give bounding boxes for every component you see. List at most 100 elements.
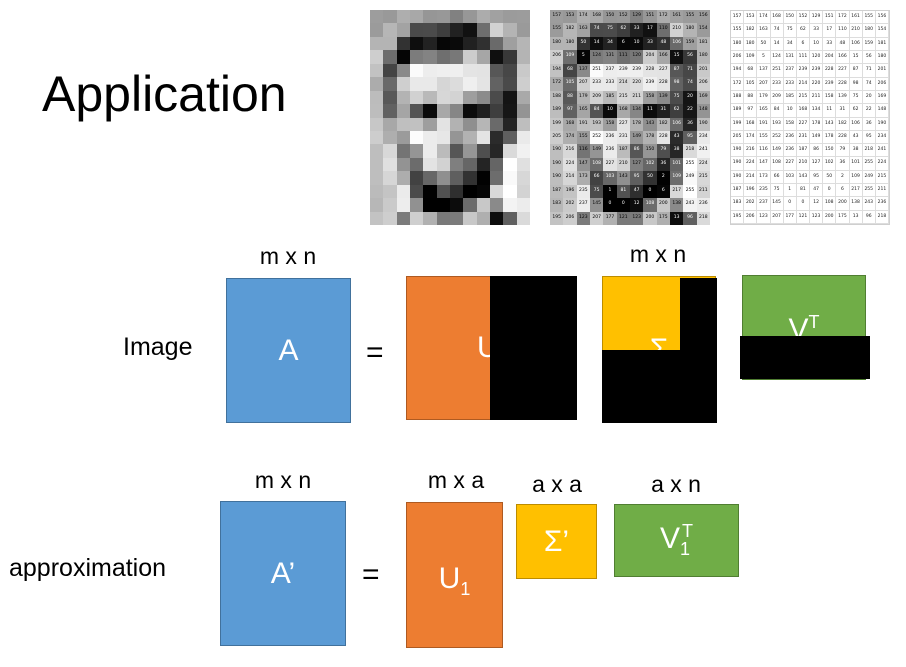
pixel-cell (370, 130, 384, 145)
pixel-value-cell: 33 (810, 24, 824, 38)
labeled-pixel-cell: 190 (550, 144, 564, 158)
pixel-cell (476, 117, 490, 131)
labeled-pixel-cell: 172 (656, 10, 670, 24)
labeled-pixel-cell: 121 (616, 211, 630, 225)
labeled-pixel-cell: 43 (669, 130, 684, 145)
pixel-value-cell: 177 (783, 210, 797, 224)
labeled-pixel-cell: 187 (616, 144, 630, 158)
pixel-value-cell: 149 (810, 130, 824, 145)
a-dimension-label: m x n (259, 243, 317, 269)
pixel-value-cell: 105 (744, 77, 758, 91)
pixel-cell (396, 77, 410, 91)
pixel-cell (449, 144, 464, 158)
labeled-pixel-cell: 87 (669, 63, 684, 78)
pixel-cell (409, 23, 424, 37)
pixel-cell (396, 50, 410, 64)
matrix-a-prime: A’ (220, 501, 346, 646)
pixel-value-cell: 211 (875, 184, 889, 198)
pixel-value-cell: 5 (757, 50, 771, 65)
pixel-value-cell: 48 (836, 37, 850, 51)
pixel-cell (476, 23, 490, 37)
labeled-pixel-cell: 158 (603, 117, 617, 131)
labeled-pixel-cell: 68 (563, 63, 577, 78)
pixel-cell (503, 211, 517, 225)
labeled-pixel-cell: 106 (669, 117, 684, 131)
labeled-pixel-cell: 169 (696, 90, 710, 105)
labeled-pixel-cell: 175 (656, 211, 670, 225)
pixel-value-cell: 182 (836, 117, 850, 131)
labeled-pixel-cell: 239 (616, 63, 630, 78)
pixel-value-cell: 123 (810, 210, 824, 224)
pixel-value-cell: 1 (783, 184, 797, 198)
pixel-cell (463, 23, 477, 37)
labeled-pixel-cell: 17 (643, 23, 657, 37)
pixel-cell (409, 10, 424, 24)
pixel-cell (476, 63, 490, 78)
pixel-value-cell: 202 (744, 197, 758, 211)
labeled-pixel-cell: 239 (629, 63, 644, 78)
equals-sign: = (366, 336, 384, 369)
pixel-cell (423, 104, 437, 118)
pixel-cell (396, 198, 410, 212)
pixel-cell (476, 90, 490, 105)
labeled-pixel-cell: 88 (563, 90, 577, 105)
pixel-cell (503, 36, 517, 51)
pixel-value-cell: 214 (744, 170, 758, 185)
pixel-value-cell: 181 (875, 37, 889, 51)
labeled-pixel-cell: 233 (589, 77, 604, 91)
labeled-pixel-cell: 236 (696, 198, 710, 212)
pixel-value-cell: 237 (783, 64, 797, 78)
pixel-value-cell: 96 (862, 210, 876, 224)
pixel-value-cell: 183 (731, 197, 745, 211)
pixel-cell (383, 157, 397, 172)
pixel-value-cell: 239 (823, 77, 837, 91)
pixel-cell (383, 130, 397, 145)
pixel-cell (436, 90, 450, 105)
pixel-cell (396, 36, 410, 51)
pixel-value-cell: 149 (770, 144, 784, 158)
pixel-cell (396, 10, 410, 24)
pixel-value-cell: 139 (836, 90, 850, 105)
pixel-value-cell: 182 (744, 24, 758, 38)
pixel-value-cell: 215 (796, 90, 810, 105)
labeled-pixel-cell: 1 (603, 184, 617, 199)
pixel-value-cell: 116 (757, 144, 771, 158)
pixel-value-cell: 235 (757, 184, 771, 198)
pixel-value-cell: 234 (875, 130, 889, 145)
pixel-value-cell: 255 (862, 184, 876, 198)
pixel-cell (463, 157, 477, 172)
labeled-pixel-cell: 205 (550, 130, 564, 145)
pixel-cell (489, 211, 504, 225)
pixel-cell (436, 104, 450, 118)
pixel-cell (489, 10, 504, 24)
labeled-pixel-cell: 182 (656, 117, 670, 131)
pixel-cell (516, 198, 530, 212)
pixel-value-cell: 163 (757, 24, 771, 38)
pixel-value-cell: 121 (796, 210, 810, 224)
pixel-cell (463, 184, 477, 199)
pixel-cell (463, 144, 477, 158)
pixel-cell (516, 104, 530, 118)
pixel-value-cell: 155 (731, 24, 745, 38)
pixel-cell (409, 50, 424, 64)
labeled-pixel-cell: 199 (550, 117, 564, 131)
pixel-cell (463, 117, 477, 131)
labeled-pixel-cell: 96 (683, 211, 697, 225)
pixel-value-cell: 38 (849, 144, 863, 158)
labeled-pixel-cell: 31 (656, 104, 670, 118)
labeled-pixel-cell: 155 (576, 130, 590, 145)
pixel-value-cell: 193 (770, 117, 784, 131)
pixel-cell (449, 36, 464, 51)
image-row-label: Image (123, 333, 193, 361)
labeled-pixel-cell: 139 (656, 90, 670, 105)
pixel-cell (383, 63, 397, 78)
pixel-cell (476, 36, 490, 51)
pixel-value-cell: 252 (770, 130, 784, 145)
pixel-cell (383, 171, 397, 185)
labeled-pixel-cell: 10 (629, 36, 644, 51)
pixel-value-cell: 10 (810, 37, 824, 51)
labeled-pixel-cell: 168 (589, 10, 604, 24)
pixel-cell (423, 36, 437, 51)
pixel-value-cell: 180 (731, 37, 745, 51)
pixel-cell (516, 23, 530, 37)
